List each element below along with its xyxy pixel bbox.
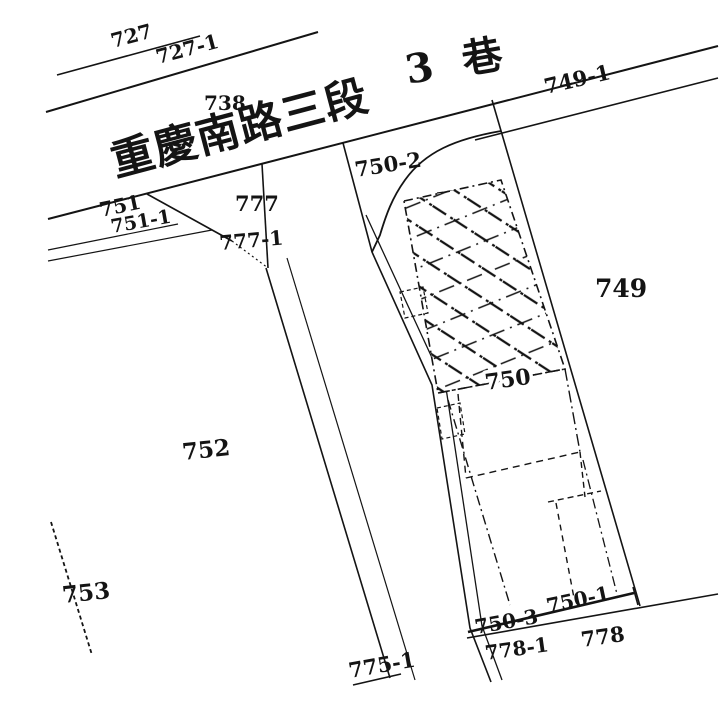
parcel-777-east-edge-line [261,163,269,269]
interior-dash-3 [465,451,581,479]
block-west-outer-line [342,142,492,683]
parcel-label-750-2: 750-2 [353,147,423,182]
interior-dash-7 [555,502,575,599]
interior-dashdot-4 [564,368,581,453]
parcel-label-775-1: 775-1 [347,647,417,683]
label-775-1-leader-line [352,673,402,686]
road-775-east-edge-line [286,257,416,681]
road-778-edge-line [466,593,719,639]
parcel-label-727: 727 [108,19,155,53]
parcel-label-777: 777 [235,191,279,216]
parcel-749-west-boundary-line [491,99,641,607]
hatched-building-750 [403,179,567,394]
interior-dashdot-8 [447,399,511,606]
parcel-753-boundary-dashed-line [50,521,93,656]
block-south-edge-line [467,591,635,634]
parcel-label-738: 738 [204,91,246,115]
parcel-label-749: 749 [595,274,647,303]
parcel-label-778-1: 778-1 [483,632,550,665]
road-727-upper-edge-line [56,35,201,76]
boundary-lines [45,31,719,686]
strip-751-lower-line [47,229,213,262]
interior-dash-5 [579,451,586,498]
interior-dash-6 [547,490,602,503]
parcel-label-752: 752 [181,434,232,466]
parcel-label-750: 750 [483,364,532,396]
interior-dashed-lines [399,286,619,606]
strip-751-upper-line [47,223,179,251]
small-structure-box-1 [399,286,429,319]
parcel-777-1-wedge-line [146,193,233,242]
road-775-west-edge-line [265,267,391,679]
parcel-label-777-1: 777-1 [218,225,284,254]
parcel-label-750-1: 750-1 [544,581,612,618]
main-road-south-edge-line [47,45,719,220]
parcel-750-2-south-curve-line [371,130,502,253]
interior-dash-2 [457,393,467,479]
lane-name-label: 3 巷 [402,29,514,94]
parcel-label-778: 778 [579,621,626,652]
small-structure-box-2 [436,402,466,440]
building-hatch-b [404,180,565,393]
parcel-label-749-1: 749-1 [542,59,613,98]
road-727-lower-edge-line [45,31,319,113]
parcel-label-753: 753 [61,577,112,609]
corner-tick-line [632,586,639,606]
parcel-749-north-edge-line [474,77,719,141]
interior-dashdot-9 [582,459,619,599]
